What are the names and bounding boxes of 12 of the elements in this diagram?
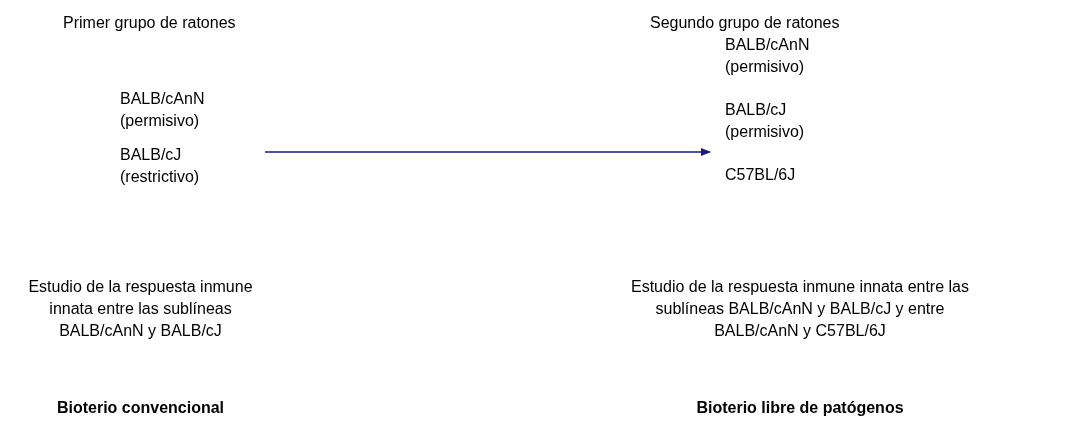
study-description: Estudio de la respuesta inmune innata entre las sublíneas BALB/cAnN y BALB/cJ bbox=[27, 277, 254, 341]
facility-label: Bioterio convencional bbox=[55, 398, 226, 418]
strain-label: C57BL/6J bbox=[725, 165, 797, 185]
study-description: Estudio de la respuesta inmune innata entre las sublíneas BALB/cAnN y BALB/cJ y entre BALB/cAnN y C57BL/6J bbox=[630, 277, 970, 341]
group-heading: Segundo grupo de ratones bbox=[650, 13, 840, 33]
strain-label: BALB/cJ (restrictivo) bbox=[120, 145, 201, 187]
strain-label: BALB/cAnN (permisivo) bbox=[725, 35, 811, 77]
strain-label: BALB/cJ (permisivo) bbox=[725, 100, 806, 142]
facility-label: Bioterio libre de patógenos bbox=[695, 398, 905, 418]
strain-label: BALB/cAnN (permisivo) bbox=[120, 89, 206, 131]
group-heading: Primer grupo de ratones bbox=[63, 13, 236, 33]
arrow bbox=[264, 148, 711, 156]
